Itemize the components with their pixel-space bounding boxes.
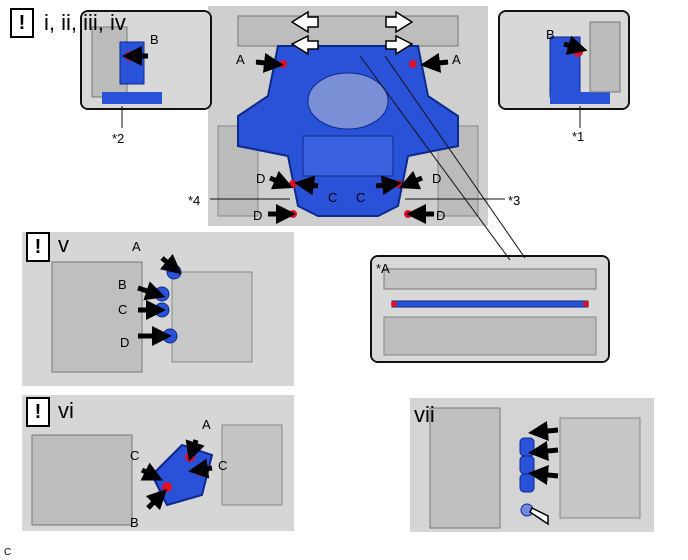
callout-v-c: C [118, 302, 128, 317]
step-label-v: v [58, 232, 69, 257]
callout-vi-a: A [202, 417, 211, 432]
callout-a-left: A [236, 52, 245, 67]
inset-star-a [370, 255, 610, 363]
callout-b-inset-left: B [150, 32, 159, 47]
arrow-black-icon [255, 52, 449, 224]
callout-d-upper-right: D [432, 171, 442, 186]
callout-star3: *3 [508, 193, 521, 208]
callout-star-a: *A [376, 261, 390, 276]
callout-vi-c-left: C [130, 448, 140, 463]
warning-icon: ! [26, 397, 50, 427]
inset-top-left [80, 10, 212, 110]
callout-star2: *2 [112, 131, 125, 146]
callout-a-right: A [452, 52, 461, 67]
callout-v-b: B [118, 277, 127, 292]
callout-c-left: C [328, 190, 338, 205]
arrow-white-icon [290, 10, 414, 56]
callout-v-d: D [120, 335, 130, 350]
callout-d-upper-left: D [256, 171, 266, 186]
callout-d-lower-right: D [436, 208, 446, 223]
callout-vi-b: B [130, 515, 139, 530]
step-label-vi: vi [58, 398, 74, 423]
inset-top-right-drawing [500, 12, 628, 108]
callout-v-a: A [132, 239, 141, 254]
inset-star-a-drawing [372, 257, 608, 361]
step-label-top: i, ii, iii, iv [44, 10, 126, 35]
inset-top-left-drawing [82, 12, 210, 108]
step-label-vii: vii [414, 402, 435, 427]
arrow-black-icon [122, 35, 588, 511]
warning-icon: ! [10, 8, 34, 38]
arrow-white-icon [529, 506, 549, 526]
inset-top-right [498, 10, 630, 110]
panel-step-v [22, 232, 294, 386]
callout-vi-c-right: C [218, 458, 228, 473]
callout-star1: *1 [572, 129, 585, 144]
callout-star4: *4 [188, 193, 201, 208]
callout-c-right: C [356, 190, 366, 205]
callout-b-inset-right: B [546, 27, 555, 42]
warning-icon: ! [26, 232, 50, 262]
callout-d-lower-left: D [253, 208, 263, 223]
figure-code: C [4, 547, 12, 558]
